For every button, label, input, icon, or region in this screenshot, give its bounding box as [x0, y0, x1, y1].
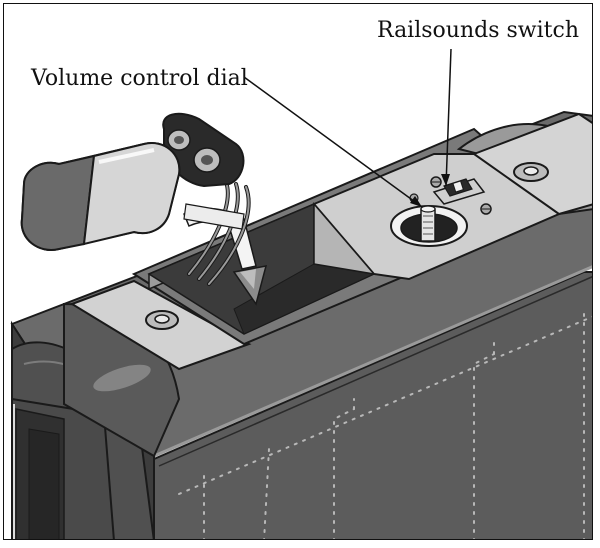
volume-control-dial-label: Volume control dial [31, 66, 248, 91]
leader-lines [243, 48, 452, 208]
railsounds-switch [432, 178, 486, 205]
right-mount-plate [456, 112, 592, 216]
locomotive-illustration [10, 48, 592, 539]
battery-9v [20, 142, 245, 251]
volume-control-dial [390, 205, 468, 247]
left-mount-plate [69, 279, 252, 371]
diagram-frame: Railsounds switch Volume control dial [3, 3, 593, 540]
battery-clip-connector [162, 112, 245, 188]
railsounds-switch-label: Railsounds switch [377, 18, 579, 43]
